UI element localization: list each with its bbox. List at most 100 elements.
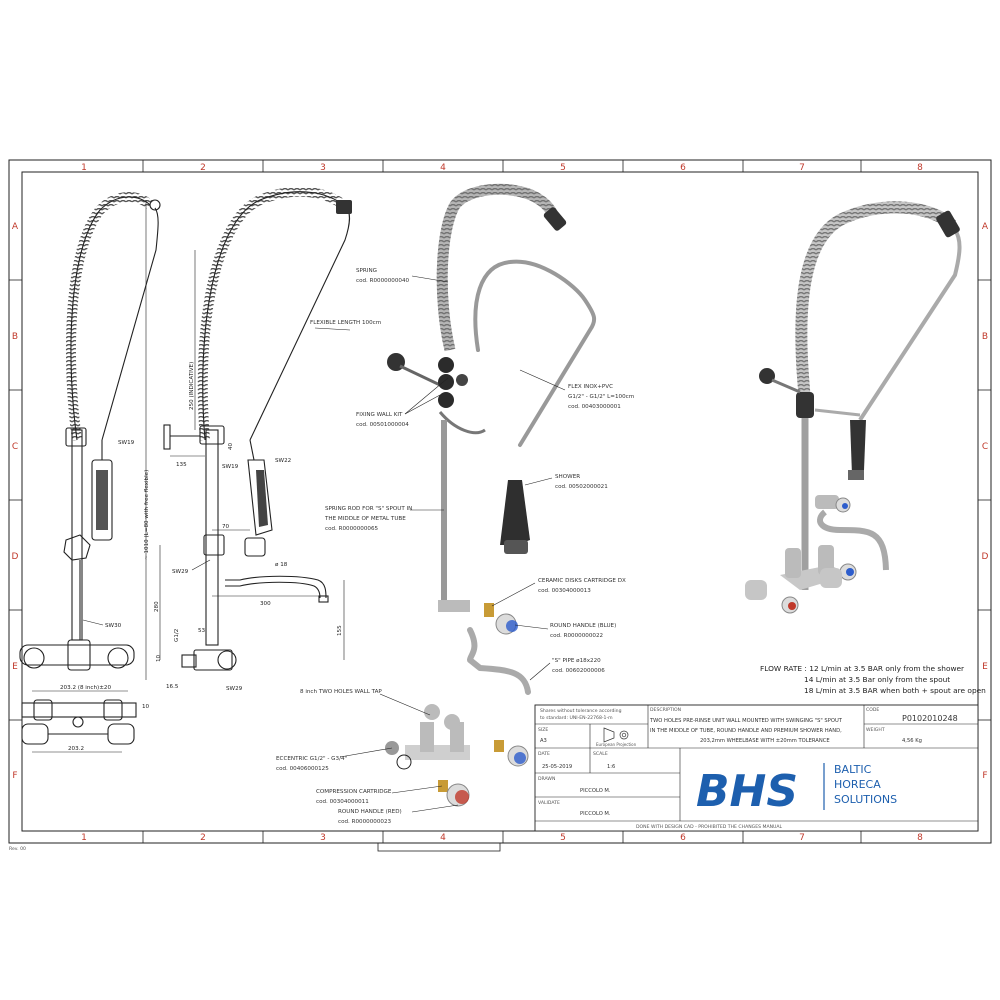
label-spring-code: cod. R0000000040 <box>356 278 410 284</box>
label-spring-rod-1: SPRING ROD FOR "S" SPOUT IN <box>325 506 412 512</box>
label-spring-rod-code: cod. R0000000065 <box>325 526 379 532</box>
label-shower: SHOWER <box>555 474 580 480</box>
flow-rate-notes: FLOW RATE : 12 L/min at 3.5 BAR only fro… <box>760 664 986 695</box>
exploded-view: SPRING cod. R0000000040 FLEXIBLE LENGTH … <box>276 183 634 825</box>
drawn-value: PICCOLO M. <box>580 788 611 794</box>
label-s-pipe-code: cod. 00602000006 <box>552 668 605 674</box>
svg-text:HORECA: HORECA <box>834 778 881 791</box>
validate-label: VALIDATE <box>538 800 560 806</box>
grid-row-c-left: C <box>12 442 18 452</box>
code-value: P0102010248 <box>902 714 958 723</box>
grid-col-6-top: 6 <box>680 163 686 173</box>
dim-sw19-a: SW19 <box>118 440 135 446</box>
tolerance-note-2: to standard: UNI-EN-22768-1-m <box>540 715 613 721</box>
grid-row-f-left: F <box>12 771 17 781</box>
dim-sw29-a: SW29 <box>172 569 189 575</box>
grid-col-1-bottom: 1 <box>81 833 87 843</box>
front-dimension-view: 250 (INDICATIVE) 135 40 SW19 SW22 70 SW2… <box>154 186 352 692</box>
title-block: Shares without tolerance according to st… <box>534 704 979 832</box>
label-flex-code: cod. 00403000001 <box>568 404 621 410</box>
dim-sw22: SW22 <box>275 458 291 464</box>
description-line-2: IN THE MIDDLE OF TUBE, ROUND HANDLE AND … <box>650 728 842 734</box>
grid-labels: 1 2 3 4 5 6 7 8 1 2 3 4 5 6 7 8 A B C D … <box>12 163 989 843</box>
description-line-1: TWO HOLES PRE-RINSE UNIT WALL MOUNTED WI… <box>649 718 843 724</box>
label-fixing-wall-kit-code: cod. 00501000004 <box>356 422 409 428</box>
footer-note: DONE WITH DESIGN CAD - PROHIBITED THE CH… <box>636 824 783 830</box>
grid-row-c-right: C <box>982 442 988 452</box>
dim-sw29-b: SW29 <box>226 686 243 692</box>
dim-155: 155 <box>337 625 343 636</box>
size-label: SIZE <box>538 727 548 733</box>
label-ceramic: CERAMIC DISKS CARTRIDGE DX <box>538 578 626 584</box>
grid-row-b-right: B <box>982 332 988 342</box>
grid-col-6-bottom: 6 <box>680 833 686 843</box>
dim-sw30: SW30 <box>105 623 122 629</box>
label-handle-blue-code: cod. R0000000022 <box>550 633 603 639</box>
top-plan-view: 203.2 (8 inch)±20 10 203.2 <box>21 685 150 753</box>
label-shower-code: cod. 00502000021 <box>555 484 608 490</box>
revision-label: Rev. 00 <box>9 846 26 852</box>
grid-row-b-left: B <box>12 332 18 342</box>
drawing-frame <box>8 159 992 852</box>
grid-row-e-right: E <box>982 662 988 672</box>
dim-phi18: ø 18 <box>275 562 288 568</box>
grid-col-2-bottom: 2 <box>200 833 206 843</box>
label-handle-red: ROUND HANDLE (RED) <box>338 809 402 815</box>
code-label: CODE <box>866 707 879 713</box>
label-handle-red-code: cod. R0000000023 <box>338 819 392 825</box>
projection-label: European Projection <box>596 742 637 747</box>
label-eccentric: ECCENTRIC G1/2" - G3/4" <box>276 756 348 762</box>
date-label: DATE <box>538 751 550 757</box>
dim-300: 300 <box>260 601 271 607</box>
dim-g12: G1/2 <box>174 629 180 642</box>
dim-10a: 10 <box>156 654 162 662</box>
description-line-3: 203,2mm WHEELBASE WITH ±20mm TOLERANCE <box>700 738 830 744</box>
grid-col-4-bottom: 4 <box>440 833 446 843</box>
label-compression-code: cod. 00304000011 <box>316 799 369 805</box>
label-spring-rod-2: THE MIDDLE OF METAL TUBE <box>324 516 406 522</box>
grid-row-a-right: A <box>982 222 989 232</box>
flow-rate-line-2: 14 L/min at 3.5 Bar only from the spout <box>804 675 950 684</box>
grid-col-8-bottom: 8 <box>917 833 923 843</box>
grid-row-e-left: E <box>12 662 18 672</box>
grid-col-5-top: 5 <box>560 163 566 173</box>
grid-col-7-bottom: 7 <box>799 833 805 843</box>
grid-col-3-top: 3 <box>320 163 326 173</box>
weight-label: WEIGHT <box>866 727 885 733</box>
dim-40: 40 <box>228 442 234 450</box>
bhs-logo: BHS BALTIC HORECA SOLUTIONS <box>696 763 897 817</box>
dim-203-2-tolerance: 203.2 (8 inch)±20 <box>60 685 111 691</box>
dim-70: 70 <box>222 524 230 530</box>
tolerance-note-1: Shares without tolerance according <box>540 708 622 714</box>
date-value: 25-05-2019 <box>542 764 572 770</box>
validate-value: PICCOLO M. <box>580 811 611 817</box>
label-compression: COMPRESSION CARTRIDGE <box>316 789 392 795</box>
svg-text:BHS: BHS <box>696 766 798 817</box>
label-flexible-length: FLEXIBLE LENGTH 100cm <box>310 320 381 326</box>
label-wall-tap: 8 inch TWO HOLES WALL TAP <box>300 689 382 695</box>
isometric-view <box>745 201 962 614</box>
grid-row-d-right: D <box>982 552 989 562</box>
drawn-label: DRAWN <box>538 776 555 782</box>
label-eccentric-code: cod. 00406000125 <box>276 766 329 772</box>
side-view: ~ 1010 (L=80 with free flexible) SW19 SW… <box>19 192 161 680</box>
grid-col-8-top: 8 <box>917 163 923 173</box>
grid-col-7-top: 7 <box>799 163 805 173</box>
projection-icon <box>603 727 629 743</box>
svg-text:SOLUTIONS: SOLUTIONS <box>834 793 897 806</box>
scale-label: SCALE <box>593 751 608 757</box>
label-flex-spec: G1/2" - G1/2" L=100cm <box>568 394 634 400</box>
grid-col-3-bottom: 3 <box>320 833 326 843</box>
label-s-pipe: "S" PIPE ø18x220 <box>552 658 601 664</box>
label-fixing-wall-kit: FIXING WALL KIT <box>356 412 403 418</box>
dim-203-2: 203.2 <box>68 746 84 752</box>
dim-16-5: 16.5 <box>166 684 179 690</box>
dim-10b: 10 <box>142 704 150 710</box>
label-spring: SPRING <box>356 268 377 274</box>
size-value: A3 <box>540 738 547 744</box>
weight-value: 4,56 Kg <box>902 738 922 744</box>
dim-indicative: 250 (INDICATIVE) <box>189 362 195 410</box>
dim-sw19-b: SW19 <box>222 464 239 470</box>
dim-135: 135 <box>176 462 187 468</box>
